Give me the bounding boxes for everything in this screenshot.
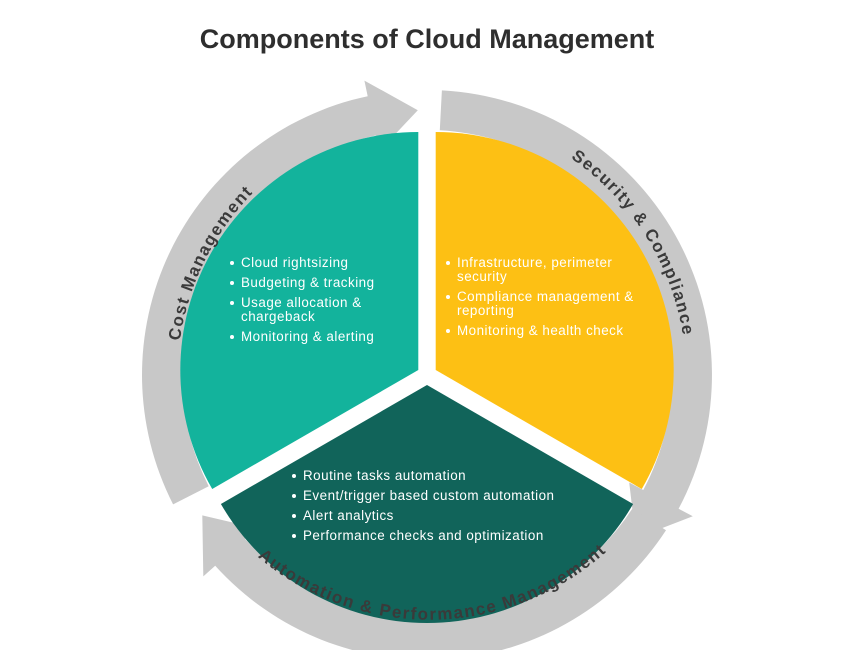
ring-arrow-automation (202, 508, 666, 650)
list-item: Event/trigger based custom automation (292, 489, 602, 503)
ring-arrow-security (439, 90, 712, 539)
list-item: Compliance management & reporting (446, 290, 651, 318)
list-item: Performance checks and optimization (292, 529, 602, 543)
segment-automation-performance (220, 385, 634, 623)
segment-cost-management (180, 132, 419, 489)
security-compliance-bullets: Infrastructure, perimeter security Compl… (446, 256, 651, 344)
list-item: Budgeting & tracking (230, 276, 400, 290)
list-item: Infrastructure, perimeter security (446, 256, 651, 284)
list-item: Usage allocation & chargeback (230, 296, 400, 324)
list-item: Monitoring & alerting (230, 330, 400, 344)
ring-arrow-cost (142, 80, 418, 505)
diagram-title: Components of Cloud Management (199, 24, 655, 54)
automation-performance-bullets: Routine tasks automation Event/trigger b… (292, 469, 602, 549)
list-item: Routine tasks automation (292, 469, 602, 483)
segment-security-compliance (435, 132, 674, 489)
list-item: Monitoring & health check (446, 324, 651, 338)
cost-management-bullets: Cloud rightsizing Budgeting & tracking U… (230, 256, 400, 350)
list-item: Cloud rightsizing (230, 256, 400, 270)
list-item: Alert analytics (292, 509, 602, 523)
